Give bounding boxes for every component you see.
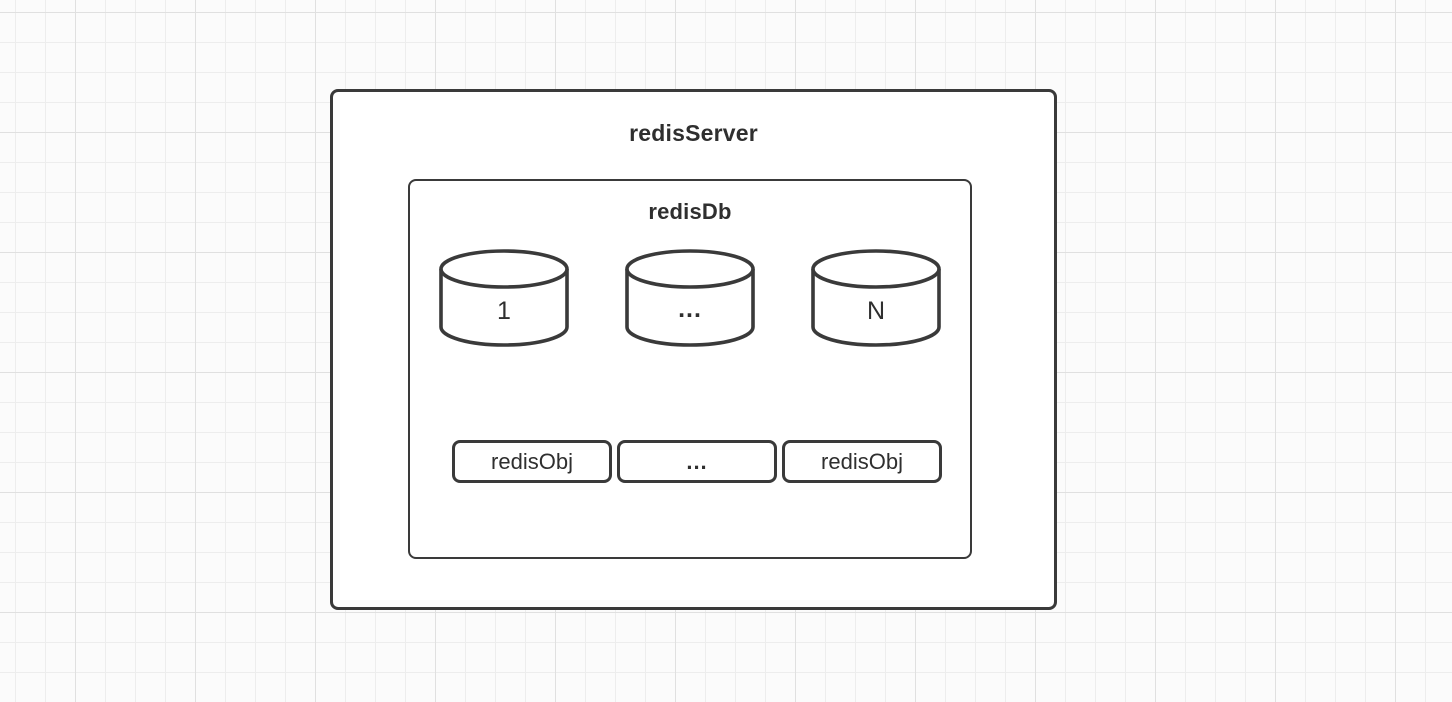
redis-obj-box-1[interactable]: redisObj [452,440,612,483]
redis-obj-label: redisObj [491,448,573,474]
redis-server-title: redisServer [629,120,758,146]
redis-obj-label: redisObj [821,448,903,474]
redis-obj-label: ... [686,448,708,474]
database-cylinder-ellipsis[interactable]: ... [624,247,756,347]
redis-db-box[interactable]: redisDb 1 ... N [408,179,972,559]
redis-server-box[interactable]: redisServer redisDb 1 ... [330,89,1057,610]
database-cylinder-row: 1 ... N [410,247,970,347]
redis-obj-box-ellipsis[interactable]: ... [617,440,777,483]
redis-obj-box-2[interactable]: redisObj [782,440,942,483]
cylinder-label: N [867,297,885,325]
database-cylinder-icon: ... [625,249,755,347]
redis-object-row: redisObj ... redisObj [452,440,942,483]
database-cylinder-icon: 1 [439,249,569,347]
database-cylinder-1[interactable]: 1 [438,247,570,347]
cylinder-label: ... [678,295,702,323]
database-cylinder-icon: N [811,249,941,347]
database-cylinder-n[interactable]: N [810,247,942,347]
redis-db-title: redisDb [648,199,732,224]
cylinder-label: 1 [497,297,511,325]
